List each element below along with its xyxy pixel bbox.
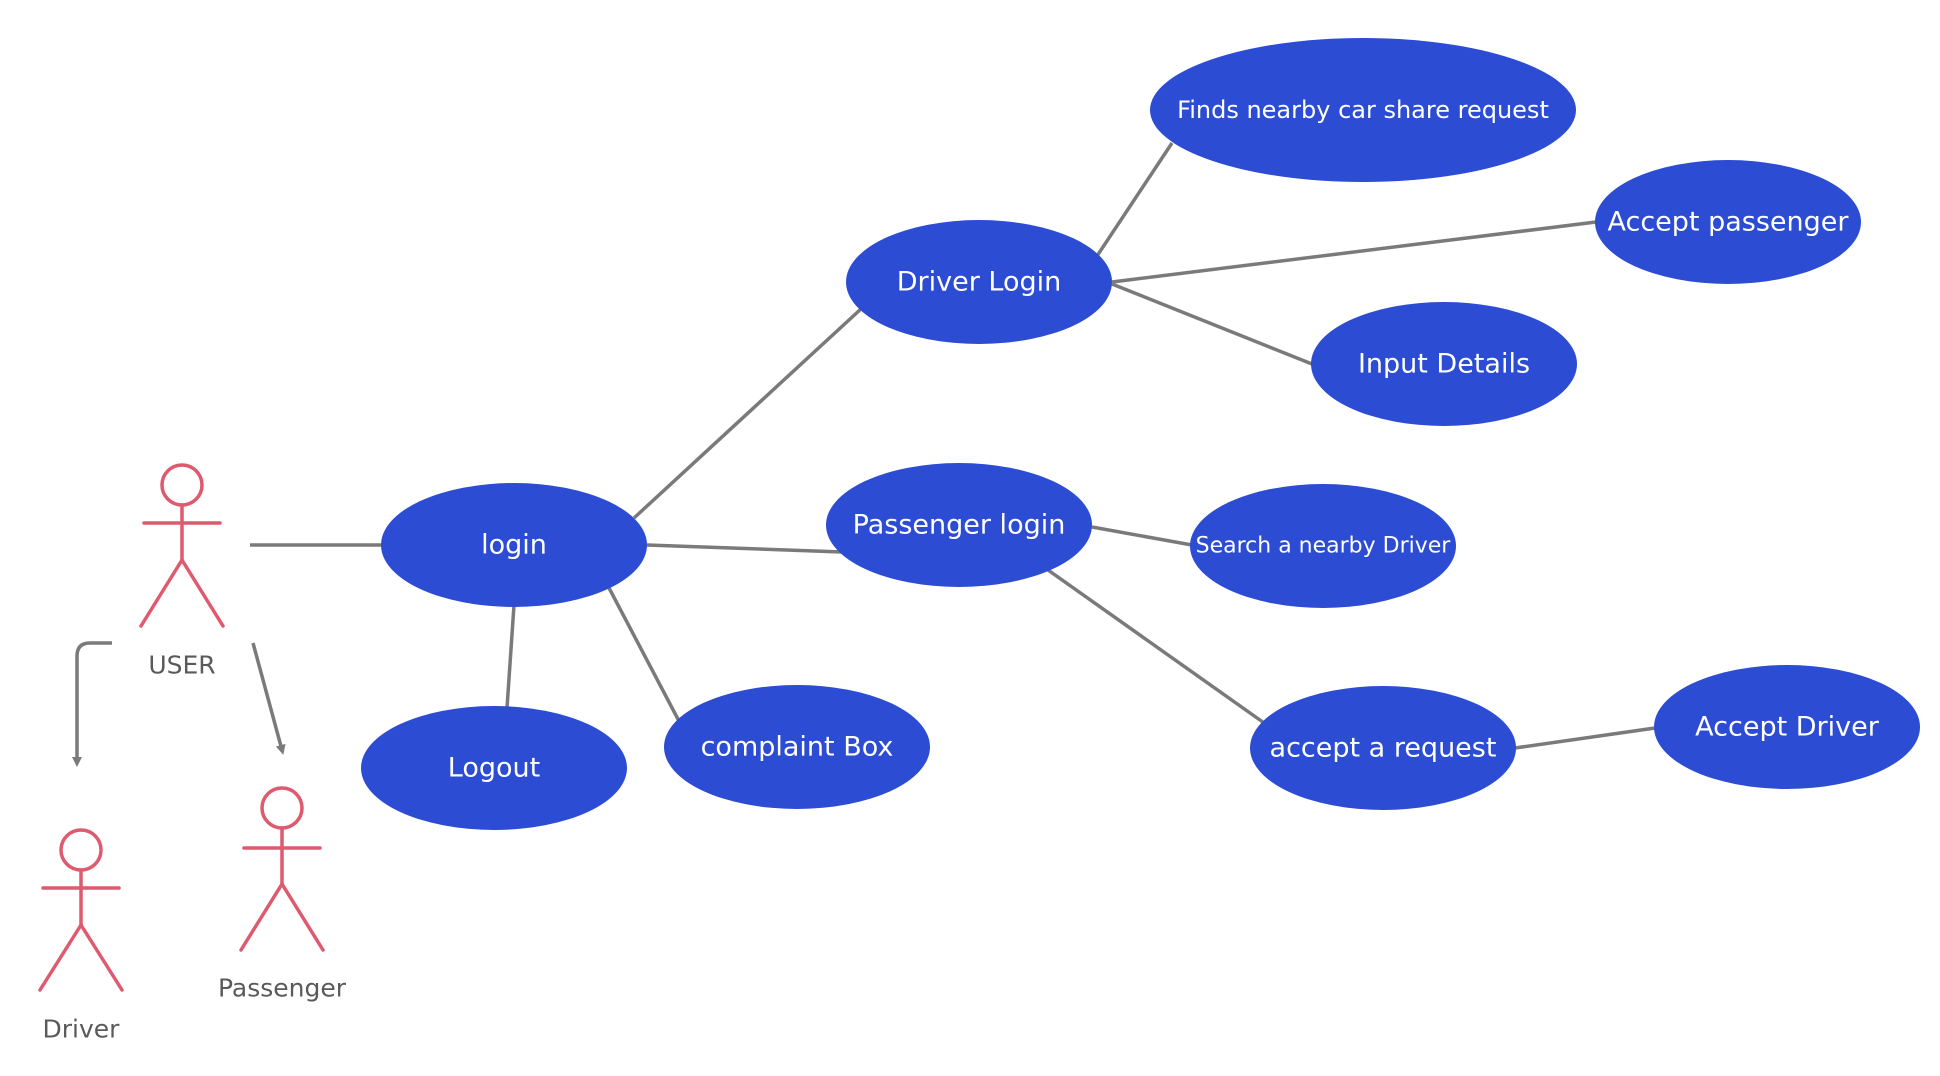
usecase-complaint-box[interactable]: complaint Box	[664, 685, 930, 809]
usecase-input-details-label: Input Details	[1358, 349, 1530, 380]
link-driverlogin-finds	[1095, 142, 1174, 257]
link-passengerlogin-search	[1091, 525, 1193, 547]
connectors	[72, 142, 1656, 767]
usecase-accept-driver-label: Accept Driver	[1695, 712, 1880, 743]
link-passengerlogin-accept-request	[1046, 568, 1269, 727]
actor-passenger-figure	[239, 786, 325, 952]
link-login-passenger-login	[646, 543, 843, 554]
usecase-input-details[interactable]: Input Details	[1311, 302, 1577, 426]
arrow-user-driver	[72, 641, 112, 767]
usecase-finds-nearby-request[interactable]: Finds nearby car share request	[1150, 38, 1576, 182]
usecase-passenger-login-label: Passenger login	[853, 510, 1066, 541]
usecase-login-label: login	[481, 530, 547, 561]
usecase-accept-passenger-label: Accept passenger	[1608, 207, 1850, 238]
usecase-accept-a-request[interactable]: accept a request	[1250, 686, 1516, 810]
usecase-accept-a-request-label: accept a request	[1270, 733, 1497, 764]
link-acceptrequest-accept-driver	[1514, 726, 1656, 750]
arrow-user-passenger	[251, 642, 286, 755]
actor-driver[interactable]: Driver	[38, 828, 124, 1044]
usecase-complaint-box-label: complaint Box	[701, 732, 894, 763]
link-driverlogin-accept-passenger	[1111, 220, 1597, 284]
usecase-logout-label: Logout	[448, 753, 540, 784]
usecase-driver-login-label: Driver Login	[897, 267, 1062, 298]
actor-user-figure	[139, 463, 225, 628]
usecase-login[interactable]: login	[381, 483, 647, 607]
usecase-driver-login[interactable]: Driver Login	[846, 220, 1112, 344]
usecase-passenger-login[interactable]: Passenger login	[826, 463, 1092, 587]
link-login-logout	[505, 604, 516, 709]
usecase-logout[interactable]: Logout	[361, 706, 627, 830]
usecase-search-nearby-driver[interactable]: Search a nearby Driver	[1190, 484, 1456, 608]
usecase-accept-driver[interactable]: Accept Driver	[1654, 665, 1920, 789]
actor-driver-label: Driver	[43, 1015, 121, 1044]
link-login-driver-login	[632, 306, 864, 520]
actor-passenger[interactable]: Passenger	[218, 786, 347, 1003]
actor-driver-figure	[38, 828, 124, 992]
link-login-complaint	[606, 585, 682, 724]
link-driverlogin-input-details	[1111, 282, 1313, 366]
usecase-search-nearby-driver-label: Search a nearby Driver	[1196, 534, 1452, 559]
actor-user-label: USER	[148, 651, 215, 680]
usecase-accept-passenger[interactable]: Accept passenger	[1595, 160, 1861, 284]
actor-passenger-label: Passenger	[218, 974, 347, 1003]
usecase-finds-nearby-label: Finds nearby car share request	[1177, 96, 1549, 124]
actor-user[interactable]: USER	[139, 463, 225, 680]
